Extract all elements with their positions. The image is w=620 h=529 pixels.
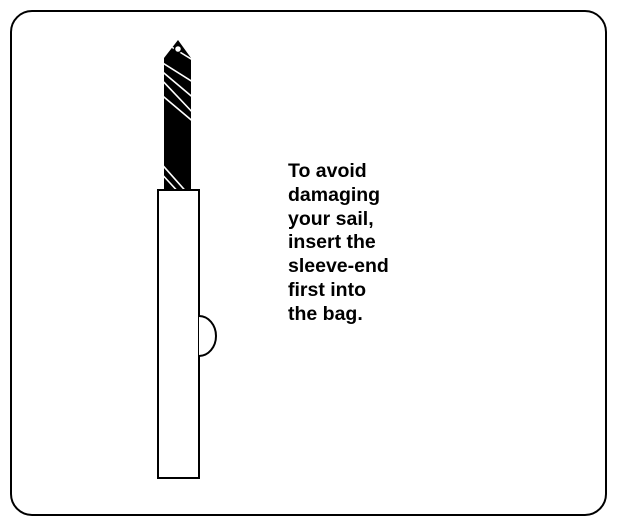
instruction-text: To avoid damaging your sail, insert the … xyxy=(288,160,458,327)
instruction-line: insert the xyxy=(288,231,458,255)
grommet-icon xyxy=(175,46,182,53)
sail-bag-icon xyxy=(158,190,216,478)
instruction-line: damaging xyxy=(288,184,458,208)
instruction-line: To avoid xyxy=(288,160,458,184)
bag-handle-icon xyxy=(199,316,216,356)
instruction-line: your sail, xyxy=(288,208,458,232)
instruction-line: first into xyxy=(288,279,458,303)
instruction-line: sleeve-end xyxy=(288,255,458,279)
instruction-line: the bag. xyxy=(288,303,458,327)
rolled-sail-icon xyxy=(158,40,196,196)
